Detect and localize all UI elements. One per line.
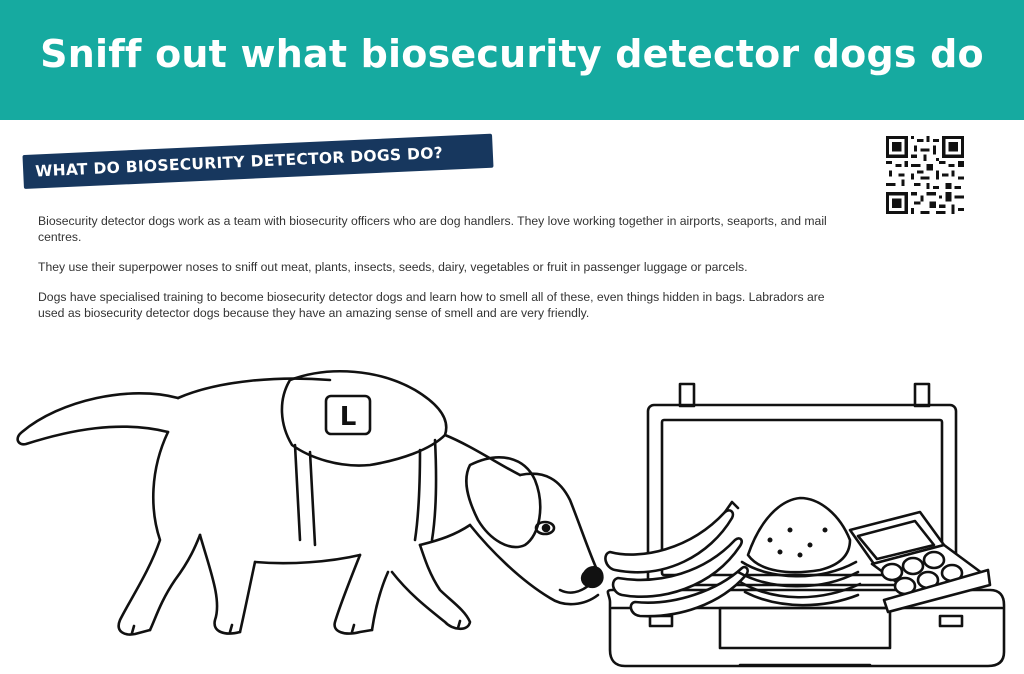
paragraph-1: Biosecurity detector dogs work as a team… — [38, 214, 827, 244]
paragraph-3: Dogs have specialised training to become… — [38, 290, 825, 320]
body-text: Biosecurity detector dogs work as a team… — [38, 213, 828, 335]
paragraph-2: They use their superpower noses to sniff… — [38, 260, 748, 274]
qr-code-icon[interactable] — [886, 136, 964, 214]
page-title: Sniff out what biosecurity detector dogs… — [40, 32, 984, 76]
sandwich-icon — [736, 496, 862, 607]
labrador-dog-illustration: L — [16, 370, 604, 636]
section-heading: WHAT DO BIOSECURITY DETECTOR DOGS DO? — [22, 133, 494, 189]
title-banner: Sniff out what biosecurity detector dogs… — [0, 0, 1024, 120]
colouring-illustration: L — [16, 370, 1006, 668]
banana-icon — [604, 500, 749, 618]
vest-letter: L — [340, 402, 357, 432]
egg-carton-icon — [848, 510, 992, 614]
